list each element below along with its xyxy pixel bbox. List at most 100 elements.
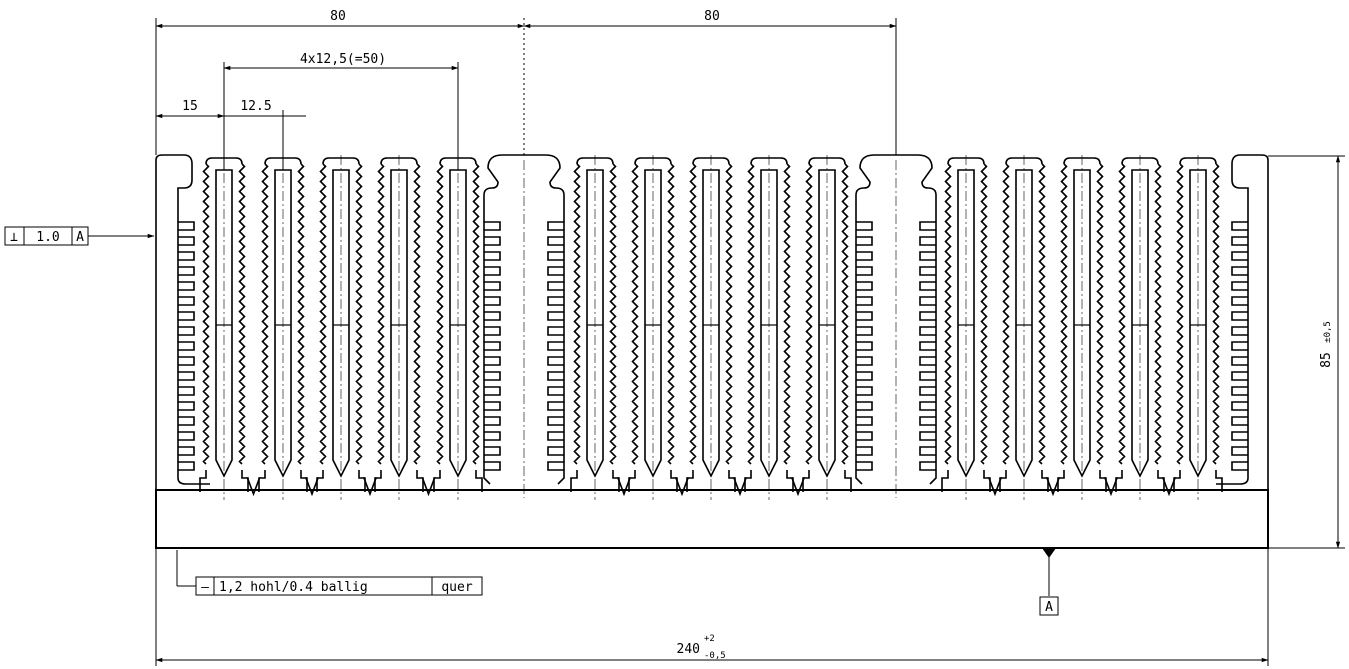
right-comb-tooth <box>1231 311 1248 321</box>
fin-wall-right <box>1212 163 1220 465</box>
fin-wall-right <box>783 163 791 465</box>
fin-wall-left <box>261 163 269 465</box>
right-comb-tooth <box>1231 371 1248 381</box>
divider-comb-tooth <box>856 371 873 381</box>
fin-foot <box>1057 470 1107 492</box>
v-notch <box>246 477 261 497</box>
v-notch <box>987 477 1003 497</box>
divider-comb-tooth <box>919 221 936 231</box>
fin-slot <box>215 169 233 478</box>
right-comb-tooth <box>1231 446 1248 456</box>
fin-wall-right <box>297 163 305 465</box>
fin-foot <box>1173 470 1223 492</box>
divider-comb-tooth <box>547 401 564 411</box>
fin-slot <box>390 169 408 478</box>
fin-slot <box>1189 169 1207 478</box>
divider-comb-tooth <box>484 221 501 231</box>
fin-foot <box>570 470 620 492</box>
dim-fin-spacing: 12.5 <box>240 99 271 114</box>
left-wall <box>155 154 210 490</box>
fin-slot <box>586 169 604 478</box>
v-notch <box>1161 477 1177 497</box>
fin-foot <box>999 470 1049 492</box>
divider-comb-tooth <box>547 416 564 426</box>
right-comb-tooth <box>1231 221 1248 231</box>
left-comb-tooth <box>178 431 195 441</box>
divider-comb-tooth <box>547 221 564 231</box>
heatsink-profile <box>155 154 1269 500</box>
heatsink-base <box>155 489 1269 549</box>
divider-comb-tooth <box>547 446 564 456</box>
divider-comb-tooth <box>547 386 564 396</box>
fin-foot <box>316 470 366 492</box>
divider-comb-tooth <box>484 401 501 411</box>
left-comb-tooth <box>178 311 195 321</box>
fin-slot <box>449 169 467 478</box>
fin-foot <box>433 470 483 492</box>
dim-left-offset: 15 <box>182 99 198 114</box>
divider-comb-tooth <box>856 461 873 471</box>
fin-foot <box>628 470 678 492</box>
divider-comb-tooth <box>919 446 936 456</box>
fin-wall-left <box>1118 163 1126 465</box>
left-comb-tooth <box>178 221 195 231</box>
fin-slot <box>702 169 720 478</box>
fin-slot <box>1073 169 1091 478</box>
divider-comb-tooth <box>856 236 873 246</box>
fin-wall-left <box>805 163 813 465</box>
v-notch <box>732 477 748 497</box>
fin-wall-right <box>667 163 675 465</box>
fin-wall-left <box>573 163 581 465</box>
dim-width-tol-lower: -0,5 <box>704 651 726 661</box>
datum-triangle-icon <box>1042 548 1056 558</box>
divider-comb-tooth <box>919 326 936 336</box>
v-notch <box>304 477 320 497</box>
datum-label: A <box>1045 600 1053 615</box>
flatness-text: 1,2 hohl/0.4 ballig <box>219 580 368 595</box>
right-wall <box>1216 154 1269 490</box>
datum-box: A <box>1039 596 1059 616</box>
v-notch <box>421 477 436 497</box>
fin-wall-left <box>689 163 697 465</box>
fin-wall-left <box>1060 163 1068 465</box>
divider-comb-tooth <box>856 446 873 456</box>
divider-comb-tooth <box>484 461 501 471</box>
flatness-icon: — <box>201 580 209 595</box>
divider-comb-tooth <box>919 251 936 261</box>
divider-comb-tooth <box>484 266 501 276</box>
divider-comb-tooth <box>856 251 873 261</box>
left-comb-tooth <box>178 356 195 366</box>
fin-foot <box>686 470 736 492</box>
divider-comb-tooth <box>919 461 936 471</box>
dim-width-tol-upper: +2 <box>704 634 715 644</box>
fin-wall-right <box>472 163 480 465</box>
left-comb-tooth <box>178 386 195 396</box>
fin-wall-right <box>980 163 988 465</box>
right-comb-tooth <box>1231 401 1248 411</box>
fin-wall-right <box>1038 163 1046 465</box>
right-comb-tooth <box>1231 281 1248 291</box>
right-comb-tooth <box>1231 266 1248 276</box>
right-comb-tooth <box>1231 236 1248 246</box>
fin-slot <box>1131 169 1149 478</box>
fin-slot <box>1015 169 1033 478</box>
divider-comb-tooth <box>919 296 936 306</box>
divider-comb-tooth <box>484 281 501 291</box>
right-comb-tooth <box>1231 356 1248 366</box>
divider-comb-tooth <box>919 356 936 366</box>
fin-foot <box>744 470 794 492</box>
dimension-lines <box>88 18 1345 666</box>
fin-wall-left <box>944 163 952 465</box>
divider-comb-tooth <box>484 356 501 366</box>
divider-comb-tooth <box>547 371 564 381</box>
left-comb-tooth <box>178 371 195 381</box>
fin-wall-left <box>1176 163 1184 465</box>
fin-wall-right <box>355 163 363 465</box>
divider-comb-tooth <box>484 326 501 336</box>
divider-comb-tooth <box>484 446 501 456</box>
divider-comb-tooth <box>547 461 564 471</box>
v-notch <box>1103 477 1119 497</box>
v-notch <box>790 477 806 497</box>
left-comb-tooth <box>178 401 195 411</box>
